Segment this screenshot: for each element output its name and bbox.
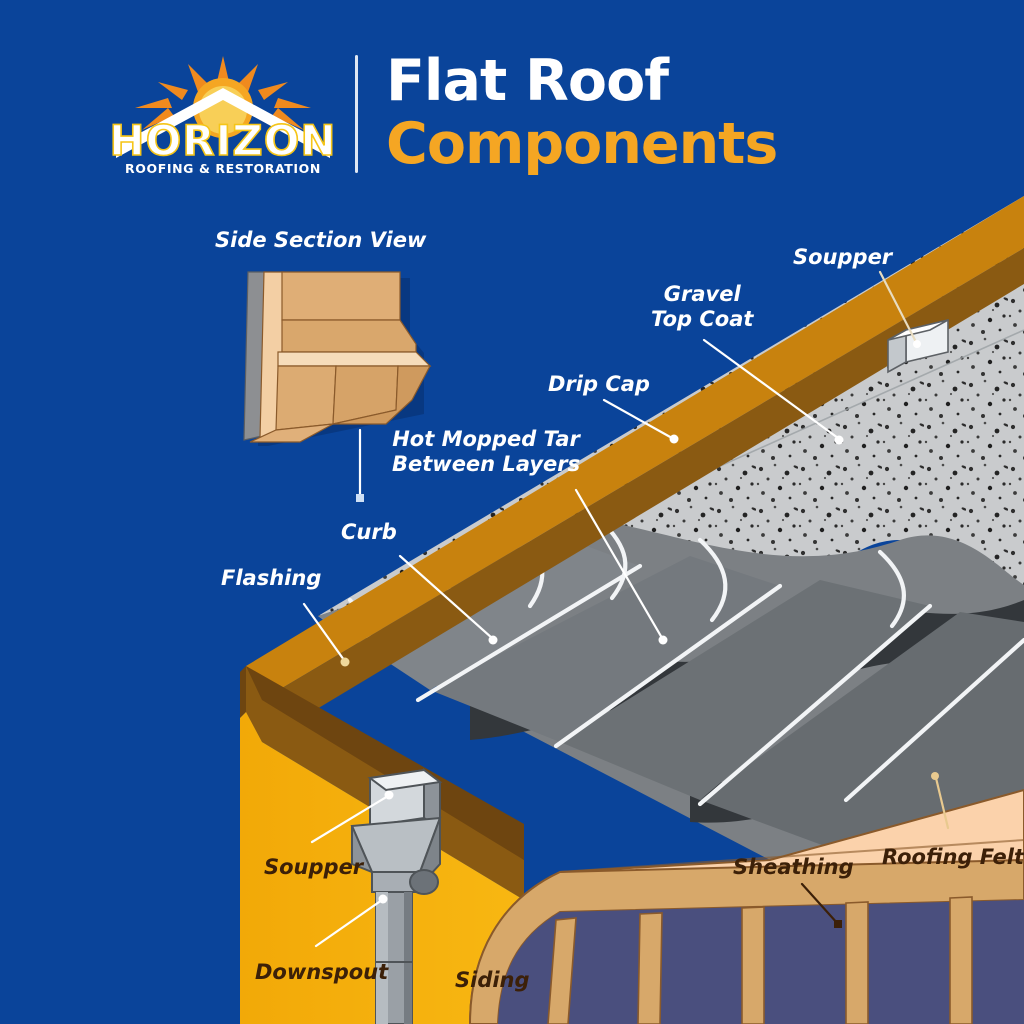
callout-label-hot-mopped-tar: Hot Mopped Tar Between Layers [392,427,581,476]
callout-label-soupper-roof: Soupper [793,245,893,269]
callout-label-downspout: Downspout [255,960,389,984]
soupper-and-downspout [350,768,443,1024]
callout-label-sheathing: Sheathing [733,855,854,879]
horizon-logo[interactable]: HORIZON ROOFING & RESTORATION [108,52,338,177]
page-title: Flat Roof Components [386,50,986,176]
roofing-felt-layers [318,517,1024,860]
svg-text:ROOFING & RESTORATION: ROOFING & RESTORATION [125,161,321,176]
header: HORIZON ROOFING & RESTORATION Flat Roof … [0,0,1024,200]
callout-label-siding: Siding [455,968,530,992]
callout-label-flashing: Flashing [221,566,322,590]
sun-over-roof-logo-icon: HORIZON ROOFING & RESTORATION [109,56,336,176]
callout-label-soupper-wall: Soupper [264,855,364,879]
callout-label-drip-cap: Drip Cap [548,372,650,396]
callout-label-roofing-felt: Roofing Felt [882,845,1024,869]
callout-label-curb: Curb [341,520,397,544]
title-line-2: Components [386,111,778,177]
side-section-view-diagram [243,271,432,446]
svg-text:HORIZON: HORIZON [109,116,336,165]
callout-label-gravel-top-coat: Gravel Top Coat [651,282,754,331]
header-divider [355,55,358,173]
callout-label-side-section-view: Side Section View [215,228,427,252]
title-line-1: Flat Roof [386,48,669,114]
soupper-roof-box [887,318,949,374]
sheathing-and-framing [468,788,1024,1024]
callout-leader-lines [302,270,950,948]
